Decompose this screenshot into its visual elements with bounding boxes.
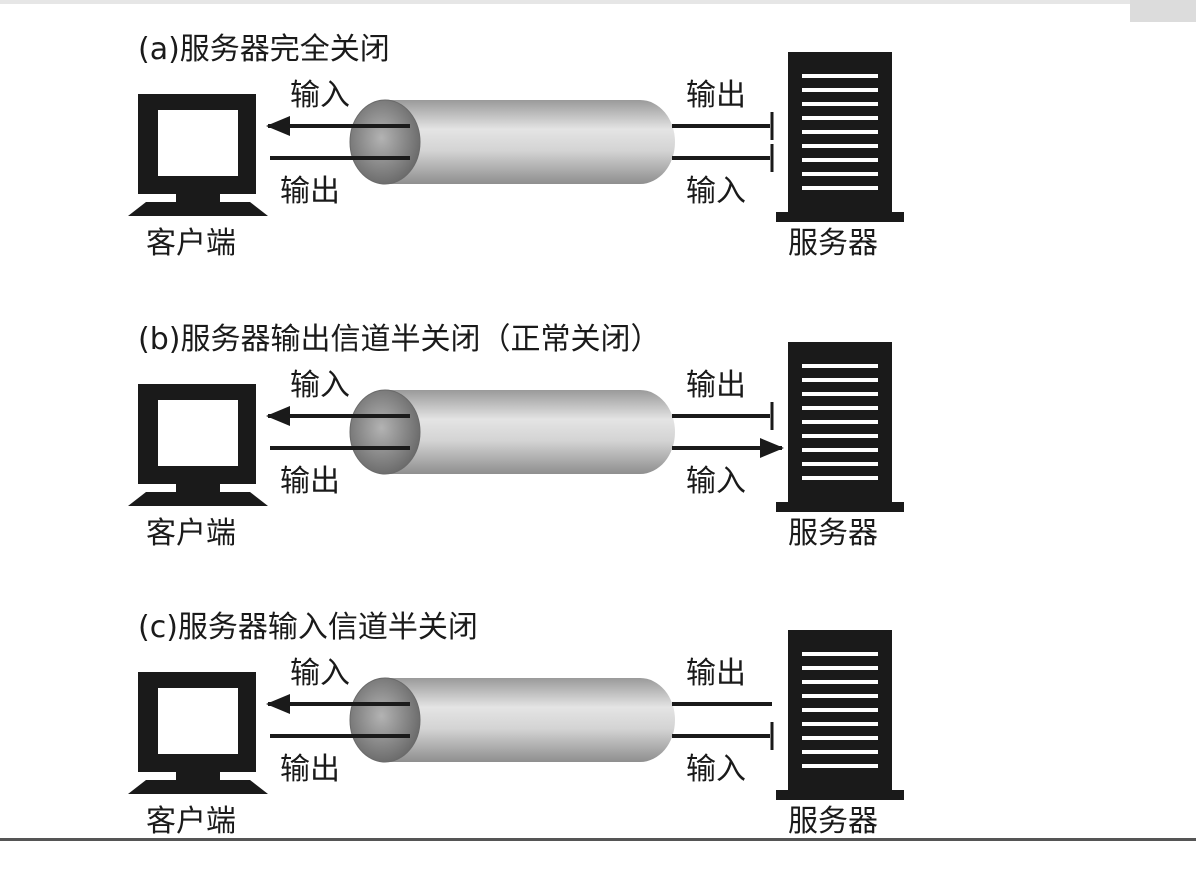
server-tower-icon bbox=[776, 630, 904, 800]
frame-corner-mark bbox=[1130, 0, 1196, 22]
client-output-label: 输出 bbox=[280, 174, 340, 209]
client-input-label: 输入 bbox=[290, 368, 350, 403]
server-input-label: 输入 bbox=[686, 752, 746, 787]
connection-pipe-end bbox=[349, 677, 421, 763]
server-input-label: 输入 bbox=[686, 464, 746, 499]
connection-panel: (c)服务器输入信道半关闭输入输出输出输入客户端服务器 bbox=[0, 608, 1196, 888]
computer-monitor-icon bbox=[128, 384, 268, 506]
server-output-label: 输出 bbox=[686, 78, 746, 113]
panel-title: (c)服务器输入信道半关闭 bbox=[138, 610, 478, 645]
connection-diagram-svg bbox=[128, 52, 904, 222]
connection-pipe-end bbox=[349, 99, 421, 185]
client-input-label: 输入 bbox=[290, 656, 350, 691]
server-label: 服务器 bbox=[788, 804, 878, 839]
computer-monitor-icon bbox=[128, 94, 268, 216]
connection-pipe-end bbox=[349, 389, 421, 475]
server-tower-icon bbox=[776, 342, 904, 512]
computer-monitor-icon bbox=[128, 672, 268, 794]
connection-panel: (a)服务器完全关闭输入输出输出输入客户端服务器 bbox=[0, 30, 1196, 310]
client-label: 客户端 bbox=[146, 516, 236, 551]
client-label: 客户端 bbox=[146, 804, 236, 839]
server-tower-icon bbox=[776, 52, 904, 222]
server-label: 服务器 bbox=[788, 226, 878, 261]
panel-title: (a)服务器完全关闭 bbox=[138, 32, 390, 67]
server-input-label: 输入 bbox=[686, 174, 746, 209]
client-output-label: 输出 bbox=[280, 752, 340, 787]
client-output-label: 输出 bbox=[280, 464, 340, 499]
connection-pipe bbox=[385, 100, 675, 184]
server-output-label: 输出 bbox=[686, 656, 746, 691]
client-input-label: 输入 bbox=[290, 78, 350, 113]
client-label: 客户端 bbox=[146, 226, 236, 261]
server-label: 服务器 bbox=[788, 516, 878, 551]
panel-title: (b)服务器输出信道半关闭（正常关闭） bbox=[138, 322, 661, 357]
connection-pipe bbox=[385, 390, 675, 474]
connection-diagram-svg bbox=[128, 342, 904, 512]
frame-bottom-rule bbox=[0, 838, 1196, 841]
connection-diagram-svg bbox=[128, 630, 904, 800]
connection-pipe bbox=[385, 678, 675, 762]
server-output-label: 输出 bbox=[686, 368, 746, 403]
frame-top-edge bbox=[0, 0, 1196, 4]
connection-panel: (b)服务器输出信道半关闭（正常关闭）输入输出输出输入客户端服务器 bbox=[0, 320, 1196, 600]
